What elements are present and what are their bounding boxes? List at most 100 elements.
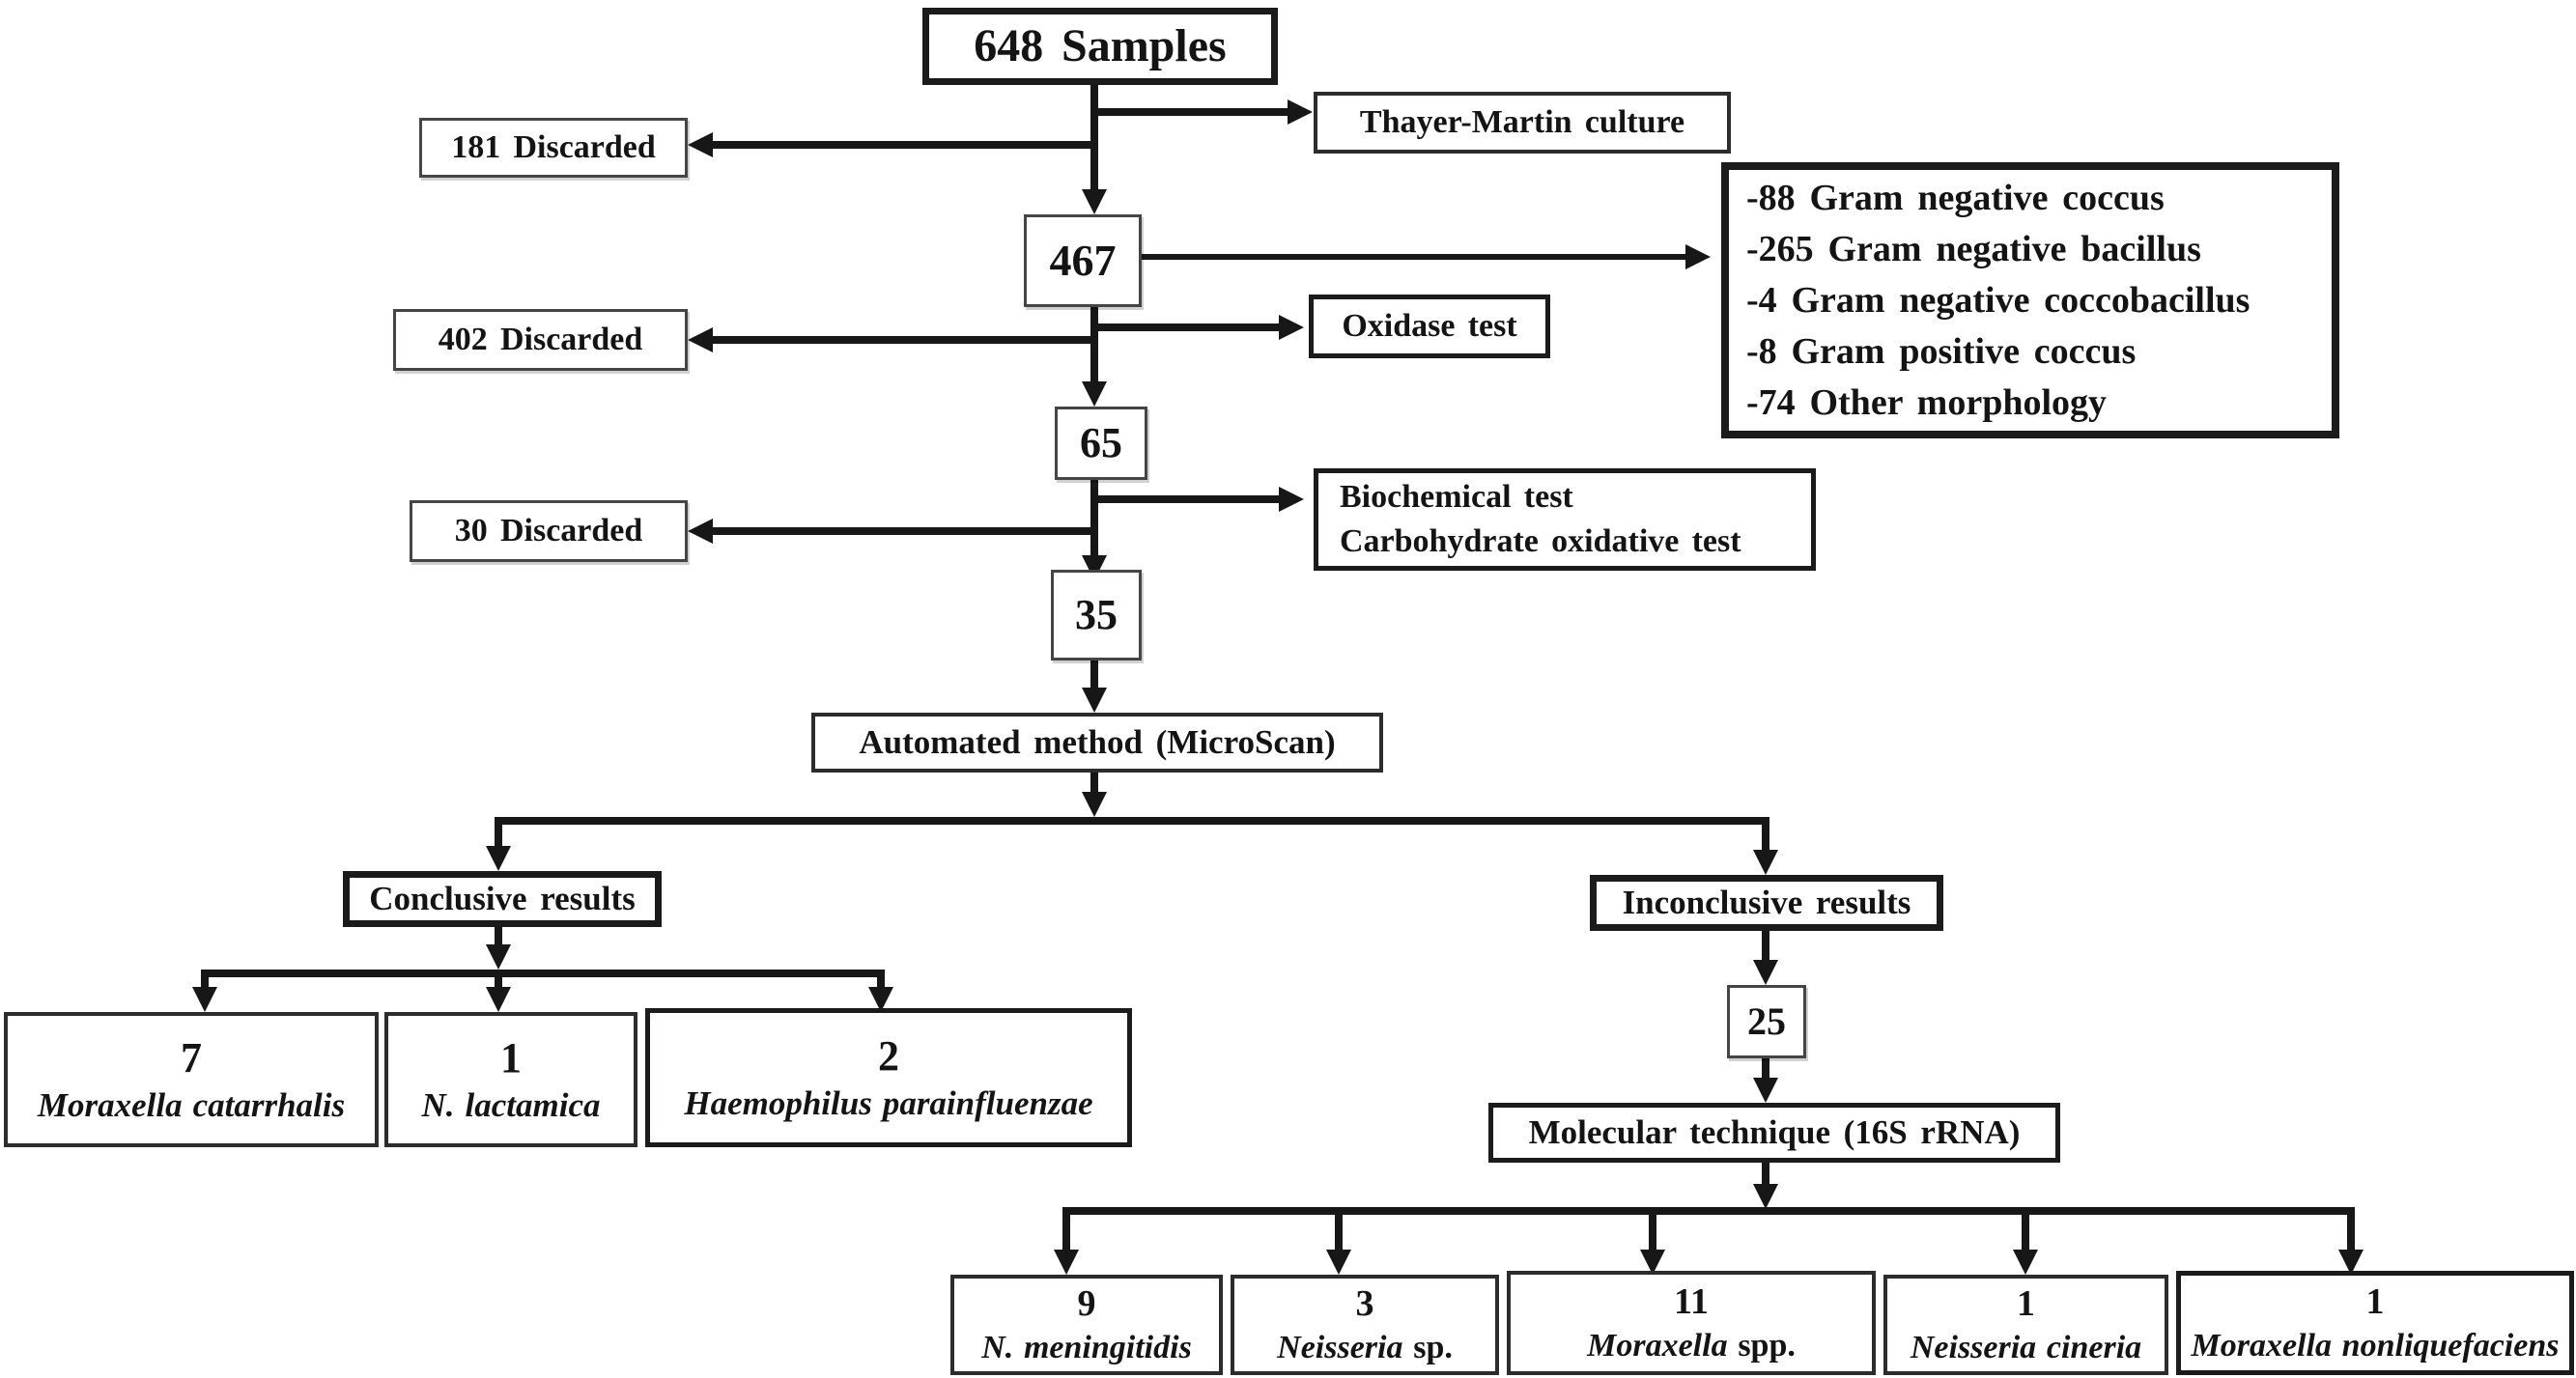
leaf-n-meningitidis-name: N. meningitidis <box>981 1329 1192 1366</box>
biochemical-line-2: Carbohydrate oxidative test <box>1340 523 1741 559</box>
connector-to-181-discarded <box>713 141 1094 149</box>
node-181-discarded: 181 Discarded <box>419 118 688 178</box>
node-gram-morphology: -88 Gram negative coccus -265 Gram negat… <box>1721 162 2339 438</box>
leaf-moraxella-nonliquefaciens-count: 1 <box>2365 1280 2385 1322</box>
arrowhead-into-467 <box>1082 189 1107 214</box>
species-roman: spp. <box>1727 1328 1796 1364</box>
node-automated-method-label: Automated method (MicroScan) <box>859 722 1336 761</box>
arrowhead-molecular-leaf-4 <box>2013 1250 2038 1275</box>
leaf-neisseria-cineria-name: Neisseria cineria <box>1911 1329 2141 1366</box>
leaf-neisseria-sp-count: 3 <box>1355 1282 1374 1324</box>
node-30-discarded: 30 Discarded <box>410 500 688 562</box>
leaf-n-lactamica: 1 N. lactamica <box>384 1012 637 1147</box>
arrowhead-into-65 <box>1082 381 1107 407</box>
node-648-samples-label: 648 Samples <box>974 20 1227 72</box>
connector-automated-to-split <box>1090 773 1098 794</box>
species-roman: sp. <box>1402 1330 1453 1366</box>
connector-35-to-automated <box>1090 661 1098 689</box>
arrowhead-molecular-leaf-5 <box>2338 1250 2364 1275</box>
node-402-discarded: 402 Discarded <box>393 309 688 371</box>
drop-molecular-leaf-4 <box>2022 1215 2029 1250</box>
leaf-neisseria-sp-name: Neisseria sp. <box>1277 1329 1453 1366</box>
biochemical-line-1: Biochemical test <box>1340 479 1573 515</box>
drop-molecular-leaf-3 <box>1649 1215 1656 1250</box>
node-molecular-technique-label: Molecular technique (16S rRNA) <box>1528 1112 2021 1151</box>
gram-line-2: -265 Gram negative bacillus <box>1746 228 2201 269</box>
drop-molecular-leaf-1 <box>1062 1215 1070 1250</box>
arrowhead-conclusive-leaf-1 <box>192 987 217 1012</box>
arrowhead-molecular-leaf-3 <box>1640 1250 1665 1275</box>
node-thayer-martin-culture-label: Thayer-Martin culture <box>1359 104 1685 141</box>
leaf-neisseria-sp: 3 Neisseria sp. <box>1231 1275 1499 1375</box>
connector-root-to-467 <box>1090 83 1098 189</box>
splitter-molecular <box>1062 1207 2355 1215</box>
connector-to-oxidase <box>1098 323 1279 331</box>
node-oxidase-test-label: Oxidase test <box>1342 308 1517 345</box>
species-italic: Moraxella nonliquefaciens <box>2191 1328 2560 1364</box>
node-35: 35 <box>1051 570 1142 661</box>
node-inconclusive-results: Inconclusive results <box>1590 875 1943 931</box>
species-italic: Moraxella catarrhalis <box>37 1086 346 1125</box>
gram-line-3: -4 Gram negative coccobacillus <box>1746 279 2250 321</box>
arrowhead-molecular-leaf-2 <box>1326 1250 1351 1275</box>
arrowhead-molecular-leaf-1 <box>1054 1250 1079 1275</box>
arrowhead-conclusive-leaf-3 <box>868 987 893 1012</box>
node-conclusive-results: Conclusive results <box>343 871 662 927</box>
node-467: 467 <box>1024 214 1142 307</box>
node-181-discarded-label: 181 Discarded <box>451 129 656 166</box>
leaf-neisseria-cineria-count: 1 <box>2017 1282 2035 1324</box>
arrowhead-into-conclusive <box>486 846 511 871</box>
arrowhead-into-molecular-split <box>1753 1184 1778 1209</box>
node-inconclusive-results-label: Inconclusive results <box>1622 883 1911 921</box>
arrowhead-into-automated <box>1082 688 1107 713</box>
node-65: 65 <box>1055 407 1147 480</box>
connector-467-to-65 <box>1090 307 1098 381</box>
species-italic: Moraxella <box>1587 1328 1728 1364</box>
arrowhead-into-25 <box>1753 960 1778 985</box>
arrowhead-into-oxidase <box>1279 315 1304 340</box>
leaf-haemophilus-parainfluenzae-name: Haemophilus parainfluenzae <box>684 1084 1092 1123</box>
drop-molecular-leaf-5 <box>2347 1215 2355 1250</box>
gram-line-4: -8 Gram positive coccus <box>1746 330 2137 372</box>
species-italic: Haemophilus parainfluenzae <box>684 1084 1093 1123</box>
drop-to-conclusive <box>495 825 502 846</box>
connector-inconclusive-to-25 <box>1762 931 1769 960</box>
species-italic: Neisseria <box>1277 1330 1403 1366</box>
node-thayer-martin-culture: Thayer-Martin culture <box>1314 92 1731 154</box>
connector-25-to-molecular <box>1762 1058 1769 1078</box>
gram-line-5: -74 Other morphology <box>1746 381 2108 423</box>
connector-conclusive-to-split <box>495 927 502 944</box>
node-25-label: 25 <box>1747 999 1786 1043</box>
connector-to-biochemical <box>1098 495 1279 503</box>
arrowhead-into-thayer <box>1288 99 1313 125</box>
leaf-moraxella-spp-name: Moraxella spp. <box>1587 1327 1796 1364</box>
node-automated-method: Automated method (MicroScan) <box>811 713 1383 773</box>
arrowhead-into-split <box>1082 792 1107 817</box>
leaf-neisseria-cineria: 1 Neisseria cineria <box>1883 1275 2168 1375</box>
node-oxidase-test: Oxidase test <box>1309 295 1550 358</box>
biochemical-list: Biochemical test Carbohydrate oxidative … <box>1340 475 1741 564</box>
connector-467-to-gram <box>1140 254 1685 260</box>
leaf-moraxella-spp-count: 11 <box>1674 1280 1709 1322</box>
node-conclusive-results-label: Conclusive results <box>369 879 636 917</box>
leaf-haemophilus-parainfluenzae: 2 Haemophilus parainfluenzae <box>645 1008 1132 1147</box>
arrowhead-into-inconclusive <box>1753 850 1778 875</box>
arrowhead-into-molecular <box>1753 1078 1778 1103</box>
arrowhead-into-181-discarded <box>688 132 713 157</box>
arrowhead-into-conclusive-split <box>486 944 511 970</box>
gram-morphology-list: -88 Gram negative coccus -265 Gram negat… <box>1746 173 2250 429</box>
drop-conclusive-leaf-1 <box>201 977 209 987</box>
connector-65-to-35 <box>1090 480 1098 555</box>
leaf-moraxella-catarrhalis-count: 7 <box>181 1033 202 1082</box>
leaf-moraxella-spp: 11 Moraxella spp. <box>1507 1271 1876 1375</box>
connector-to-thayer <box>1098 108 1288 116</box>
arrowhead-into-30-discarded <box>688 519 713 544</box>
arrowhead-into-biochemical <box>1279 487 1304 512</box>
node-402-discarded-label: 402 Discarded <box>438 322 643 358</box>
leaf-n-lactamica-count: 1 <box>500 1033 522 1082</box>
arrowhead-into-gram <box>1685 244 1711 269</box>
leaf-n-meningitidis: 9 N. meningitidis <box>950 1275 1223 1375</box>
connector-to-402-discarded <box>713 336 1094 344</box>
node-30-discarded-label: 30 Discarded <box>454 513 643 549</box>
